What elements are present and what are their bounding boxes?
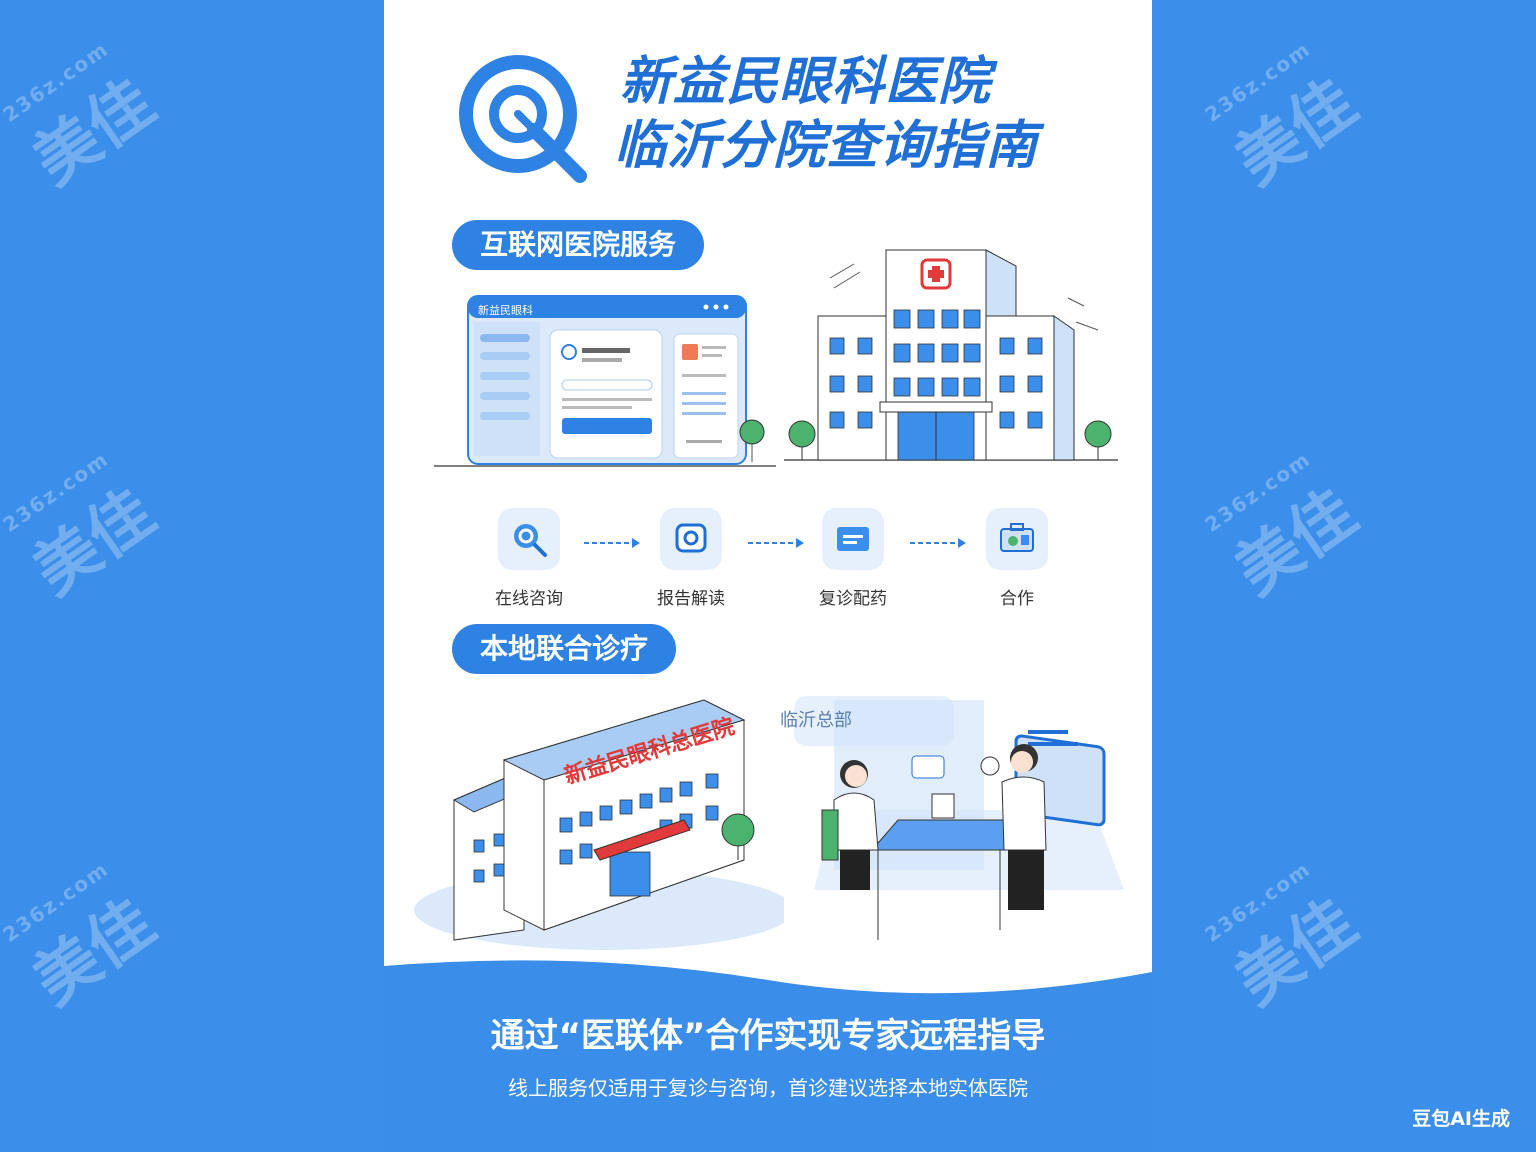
arrow-icon bbox=[748, 538, 804, 548]
isometric-hospital-illustration bbox=[414, 699, 784, 950]
footer-banner bbox=[384, 960, 1152, 1152]
medical-kit-icon bbox=[986, 508, 1048, 570]
step-label: 在线咨询 bbox=[495, 589, 563, 609]
step-cooperation[interactable]: 合作 bbox=[952, 508, 1082, 609]
poster: 新益民眼科医院 临沂分院查询指南 互联网医院服务 新益民眼科 bbox=[384, 0, 1152, 1152]
magnifier-icon bbox=[459, 55, 587, 183]
hospital-building-illustration bbox=[784, 249, 1118, 461]
search-icon bbox=[498, 508, 560, 570]
step-label: 报告解读 bbox=[657, 589, 725, 609]
step-revisit-prescription[interactable]: 复诊配药 bbox=[788, 508, 918, 609]
footer-headline: 通过“医联体”合作实现专家远程指导 bbox=[490, 1016, 1046, 1056]
card-icon bbox=[822, 508, 884, 570]
browser-window-illustration bbox=[434, 295, 776, 467]
step-report-interpretation[interactable]: 报告解读 bbox=[626, 508, 756, 609]
doctor-consultation-illustration bbox=[794, 696, 1124, 940]
consult-bubble: 临沂总部 bbox=[780, 710, 852, 731]
browser-brand-label: 新益民眼科 bbox=[478, 304, 533, 317]
step-label: 复诊配药 bbox=[819, 589, 887, 609]
section-local-joint-care: 本地联合诊疗 bbox=[452, 624, 677, 674]
footer-note: 线上服务仅适用于复诊与咨询，首诊建议选择本地实体医院 bbox=[508, 1076, 1028, 1100]
ai-generated-badge: 豆包AI生成 bbox=[1412, 1108, 1510, 1130]
arrow-icon bbox=[910, 538, 966, 548]
step-online-consult[interactable]: 在线咨询 bbox=[464, 508, 594, 609]
section-internet-hospital: 互联网医院服务 bbox=[452, 220, 705, 270]
chat-icon bbox=[660, 508, 722, 570]
page-title: 新益民眼科医院 临沂分院查询指南 bbox=[614, 52, 1039, 176]
step-label: 合作 bbox=[1000, 589, 1034, 609]
arrow-icon bbox=[584, 538, 640, 548]
